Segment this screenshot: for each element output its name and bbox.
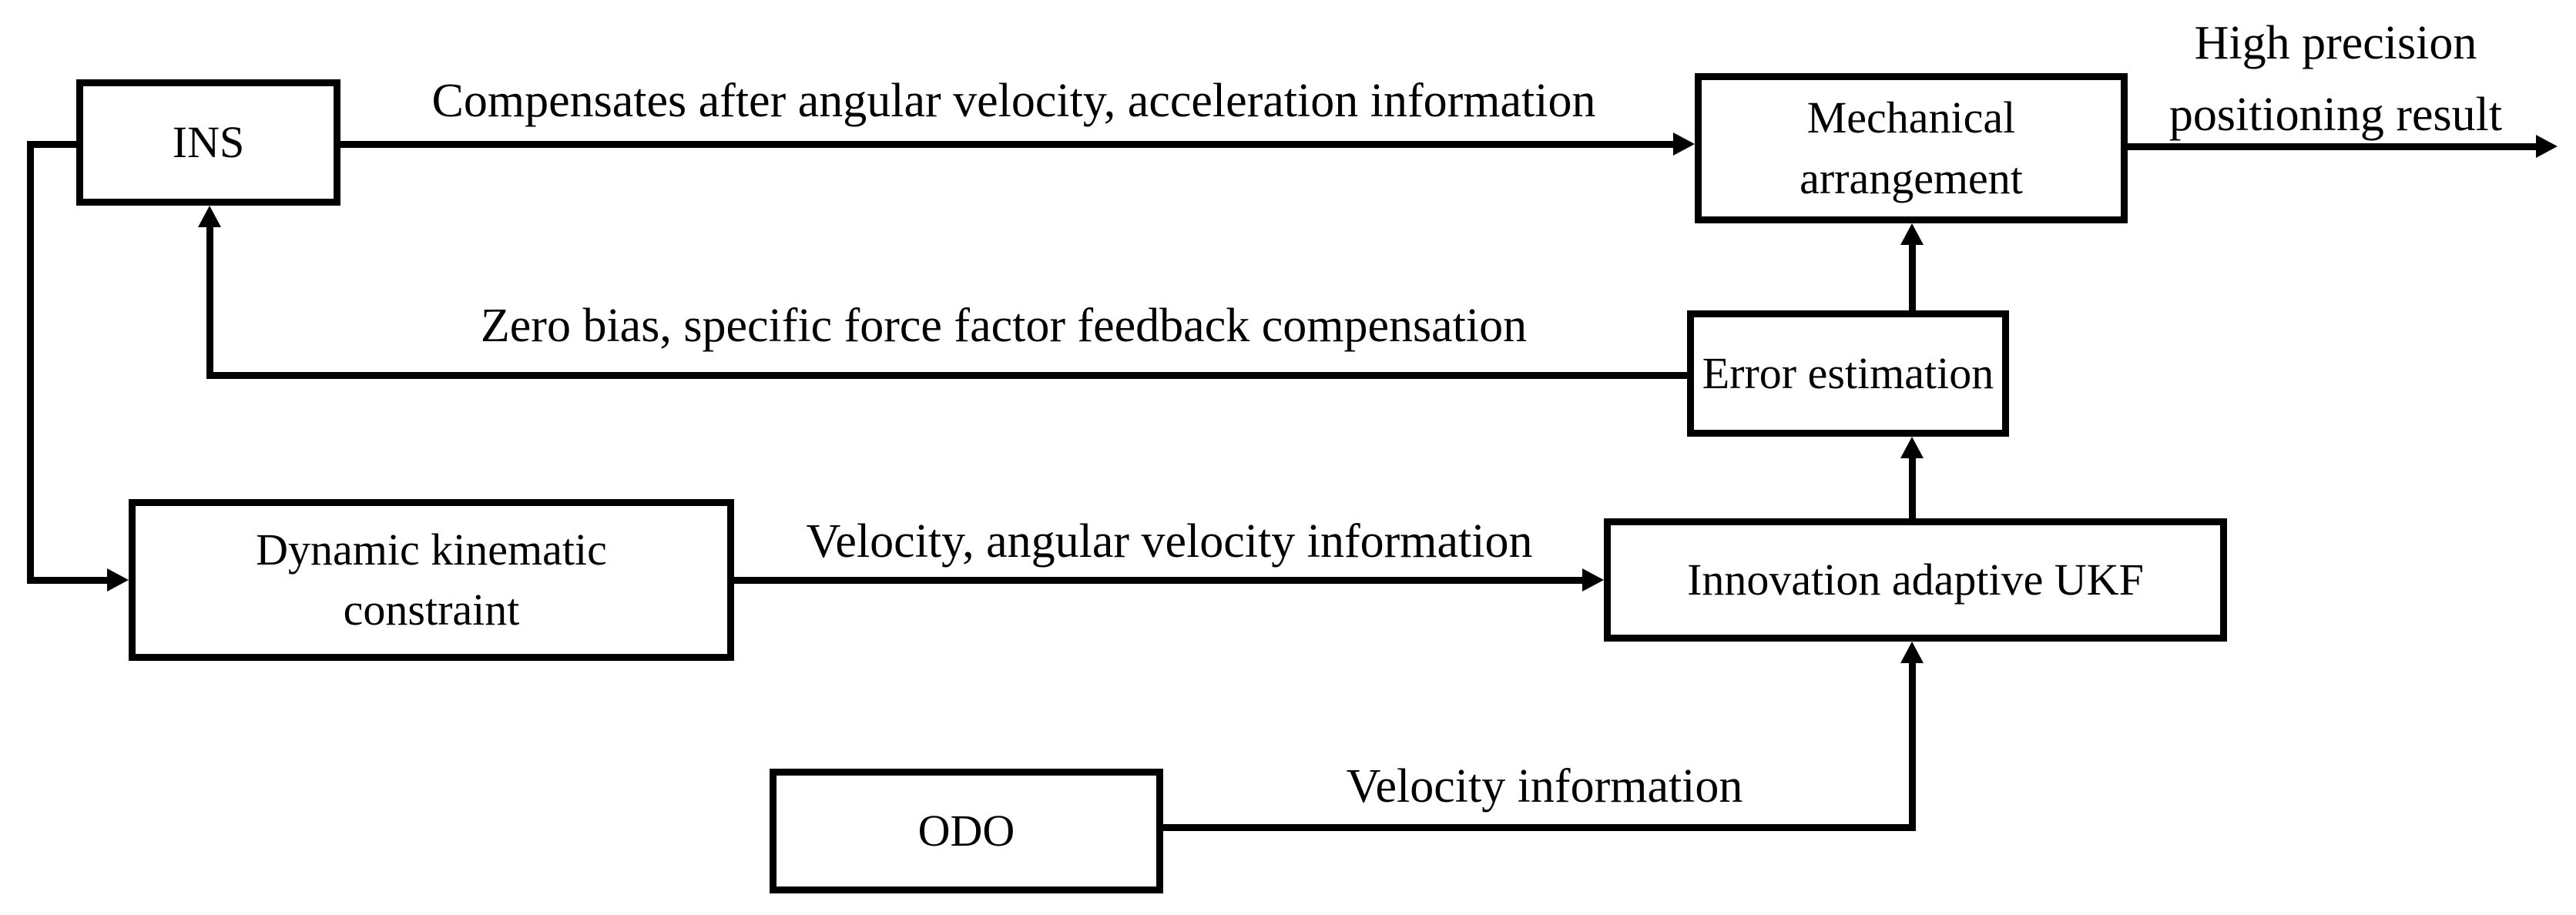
connector-feedback-vertical [206,227,213,379]
dynamic-kinematic-constraint-box-label: Dynamic kinematic constraint [256,524,607,635]
arrowhead-into-error-bottom [1900,437,1924,458]
connector-ins-left-stub [27,141,76,148]
connector-mechanical-to-output [2128,143,2536,150]
connector-dynamic-to-ukf [734,577,1582,584]
arrowhead-into-ukf-left [1582,568,1604,592]
ins-box: INS [76,79,340,206]
label-velocity-angular-info: Velocity, angular velocity information [806,515,1533,568]
connector-feedback-horizontal [206,372,1687,379]
label-zero-bias-feedback: Zero bias, specific force factor feedbac… [480,300,1528,352]
ins-box-label: INS [172,116,245,167]
mechanical-arrangement-box: Mechanical arrangement [1695,73,2128,223]
connector-into-dynamic [27,577,107,584]
arrowhead-into-ins-bottom [198,206,221,227]
connector-error-to-mechanical [1909,243,1916,310]
innovation-adaptive-ukf-box-label: Innovation adaptive UKF [1687,554,2144,605]
error-estimation-box-label: Error estimation [1702,347,1994,398]
label-high-precision-result: High precision positioning result [2168,17,2503,141]
label-velocity-info: Velocity information [1346,760,1743,813]
mechanical-arrangement-box-label: Mechanical arrangement [1800,92,2023,203]
error-estimation-box: Error estimation [1687,310,2009,437]
connector-odo-horizontal [1163,824,1916,831]
arrowhead-into-mechanical [1673,132,1695,156]
innovation-adaptive-ukf-box: Innovation adaptive UKF [1604,518,2227,642]
arrowhead-into-ukf-bottom [1900,642,1924,663]
connector-odo-vertical [1909,663,1916,831]
arrowhead-output [2536,135,2558,158]
dynamic-kinematic-constraint-box: Dynamic kinematic constraint [129,499,734,661]
odo-box-label: ODO [917,805,1015,856]
connector-ins-to-mechanical [340,141,1673,148]
label-compensates-info: Compensates after angular velocity, acce… [431,75,1596,127]
connector-ukf-to-error [1909,458,1916,518]
arrowhead-into-mechanical-bottom [1900,223,1924,245]
connector-left-vertical [27,141,34,584]
arrowhead-into-dynamic [107,568,129,592]
odo-box: ODO [770,769,1163,893]
